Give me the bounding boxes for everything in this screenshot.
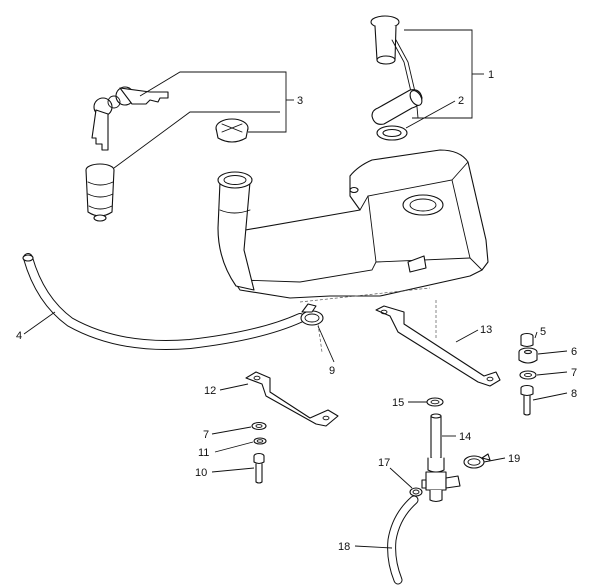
callout-6: 6 <box>571 346 577 358</box>
tank-bracket-13 <box>375 300 501 387</box>
rubber-grommet-6 <box>518 347 538 364</box>
group-bracket-3 <box>113 71 294 169</box>
callout-3: 3 <box>297 95 303 107</box>
washer-7-right <box>519 370 537 380</box>
washer-7-left <box>251 421 267 431</box>
hose-clamp-19 <box>463 453 491 469</box>
callout-7-right: 7 <box>571 367 577 379</box>
lock-washer-11 <box>253 437 267 445</box>
filler-cap <box>215 118 249 143</box>
bolt-8 <box>520 384 534 416</box>
callout-15: 15 <box>392 397 404 409</box>
callout-1: 1 <box>488 69 494 81</box>
hose-clamp-9 <box>300 303 324 353</box>
callout-5: 5 <box>540 326 546 338</box>
hose-clip-17 <box>409 487 423 497</box>
callout-18: 18 <box>338 541 350 553</box>
fuel-tank <box>217 149 489 303</box>
fuel-tap-14 <box>421 413 461 503</box>
callout-11: 11 <box>198 447 209 459</box>
washer-15 <box>426 397 444 407</box>
callout-14: 14 <box>459 431 471 443</box>
fuel-level-sender <box>370 15 423 125</box>
rubber-mount-5 <box>520 332 534 348</box>
callout-17: 17 <box>378 457 390 469</box>
sender-gasket <box>376 125 408 141</box>
callout-13: 13 <box>480 324 492 336</box>
tank-bracket-12 <box>245 371 339 427</box>
leader-lines <box>23 100 568 549</box>
callout-9: 9 <box>329 365 335 377</box>
breather-hose <box>22 253 305 351</box>
callout-10: 10 <box>195 467 207 479</box>
lock-cylinder <box>85 163 115 222</box>
callout-4: 4 <box>16 330 22 342</box>
bolt-10 <box>253 452 265 484</box>
ignition-keys <box>91 86 169 151</box>
group-bracket-1 <box>404 29 484 119</box>
callout-7-left: 7 <box>203 429 209 441</box>
callout-labels: 1 2 3 4 5 6 7 8 9 10 11 12 13 14 15 17 1… <box>16 69 577 553</box>
callout-8: 8 <box>571 388 577 400</box>
callout-19: 19 <box>508 453 520 465</box>
callout-2: 2 <box>458 95 464 107</box>
callout-12: 12 <box>204 385 216 397</box>
fuel-hose-18 <box>387 495 419 585</box>
